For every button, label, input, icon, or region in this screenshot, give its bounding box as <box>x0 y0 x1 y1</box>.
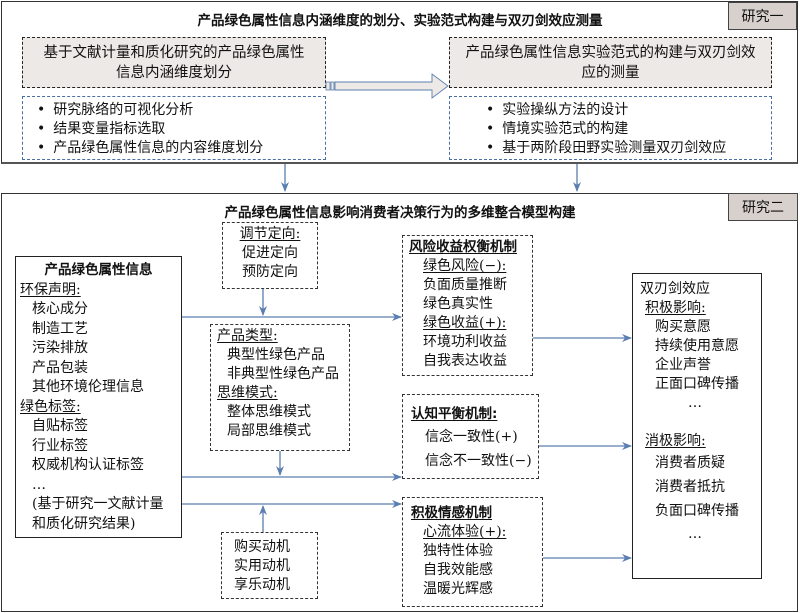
list-item: 预防定向 <box>242 264 298 280</box>
list-item: 实用动机 <box>234 558 290 574</box>
thinking-style-label: 思维模式: <box>217 385 278 401</box>
list-item: 非典型性绿色产品 <box>227 366 339 382</box>
list-item: 自贴标签 <box>32 418 88 434</box>
double-edge-title: 双刃剑效应 <box>640 281 710 297</box>
list-item: 持续使用意愿 <box>655 338 739 354</box>
list-item: 独特性体验 <box>423 543 493 559</box>
study1-left-list: 研究脉络的可视化分析 结果变量指标选取 产品绿色属性信息的内容维度划分 <box>22 96 326 160</box>
list-item: 负面质量推断 <box>423 277 507 293</box>
purchase-motive-box: 购买动机 实用动机 享乐动机 <box>221 532 318 599</box>
green-benefit-label: 绿色收益(+): <box>423 315 507 331</box>
list-item: 信念一致性(+) <box>425 429 518 445</box>
positive-impact-label: 积极影响: <box>645 300 706 316</box>
list-item: 结果变量指标选取 <box>37 120 325 139</box>
list-item: 产品包装 <box>32 359 88 376</box>
note-line1: (基于研究一文献计量 <box>32 496 164 512</box>
ellipsis: … <box>688 395 702 411</box>
study1-left-heading: 基于文献计量和质化研究的产品绿色属性 信息内涵维度划分 <box>22 37 326 88</box>
list-item: 企业声誉 <box>655 357 711 373</box>
green-info-box: 产品绿色属性信息 环保声明: 核心成分 制造工艺 污染排放 产品包装 其他环境伦… <box>15 256 182 538</box>
list-item: 整体思维模式 <box>227 404 311 420</box>
list-item: 权威机构认证标签 <box>32 457 144 473</box>
green-risk-label: 绿色风险(−): <box>423 258 507 274</box>
list-item: 基于两阶段田野实验测量双刃剑效应 <box>486 139 771 158</box>
cognitive-balance-box: 认知平衡机制: 信念一致性(+) 信念不一致性(−) <box>402 394 539 479</box>
list-item: 产品绿色属性信息的内容维度划分 <box>37 139 325 158</box>
list-item: 核心成分 <box>32 301 88 317</box>
risk-benefit-title: 风险收益权衡机制 <box>409 239 517 255</box>
list-item: 其他环境伦理信息 <box>32 379 144 395</box>
list-item: 环境功利收益 <box>423 334 507 350</box>
list-item: 典型性绿色产品 <box>227 347 325 363</box>
list-item: 消费者抵抗 <box>655 479 725 495</box>
group-label-env-claims: 环保声明: <box>20 281 81 298</box>
regulatory-focus-box: 调节定向: 促进定向 预防定向 <box>222 222 318 289</box>
study1-right-heading-line2: 应的测量 <box>581 65 640 81</box>
regulatory-focus-label: 调节定向: <box>239 226 301 242</box>
flow-experience-label: 心流体验(+): <box>423 524 507 540</box>
positive-affect-box: 积极情感机制 心流体验(+): 独特性体验 自我效能感 温暖光辉感 <box>402 497 543 607</box>
study1-tag: 研究一 <box>728 2 797 30</box>
list-item: 绿色真实性 <box>423 296 493 312</box>
study2-tag: 研究二 <box>728 193 798 221</box>
list-item: 温暖光辉感 <box>423 581 493 597</box>
study1-left-heading-line2: 信息内涵维度划分 <box>116 65 232 81</box>
list-item: 购买动机 <box>234 539 290 555</box>
positive-affect-title: 积极情感机制 <box>411 505 492 521</box>
list-item: 研究脉络的可视化分析 <box>37 101 325 120</box>
list-item: 负面口碑传播 <box>655 503 739 519</box>
list-item: 行业标签 <box>32 437 88 454</box>
list-item: 享乐动机 <box>234 577 290 593</box>
block-arrow-icon <box>325 73 449 99</box>
list-item: 购买意愿 <box>655 319 711 335</box>
ellipsis: … <box>32 476 46 493</box>
list-item: 实验操纵方法的设计 <box>486 101 771 120</box>
list-item: 制造工艺 <box>32 320 88 337</box>
list-item: 信念不一致性(−) <box>425 453 532 469</box>
list-item: 自我效能感 <box>423 562 493 578</box>
list-item: 局部思维模式 <box>227 423 311 439</box>
list-item: 消费者质疑 <box>655 455 725 471</box>
risk-benefit-box: 风险收益权衡机制 绿色风险(−): 负面质量推断 绿色真实性 绿色收益(+): … <box>402 235 533 376</box>
study1-right-heading-line1: 产品绿色属性信息实验范式的构建与双刃剑效 <box>465 45 756 61</box>
study1-title: 产品绿色属性信息内涵维度的划分、实验范式构建与双刃剑效应测量 <box>197 13 603 29</box>
list-item: 污染排放 <box>32 340 88 356</box>
negative-impact-label: 消极影响: <box>645 433 706 449</box>
list-item: 正面口碑传播 <box>655 376 739 392</box>
list-item: 自我表达收益 <box>423 353 507 369</box>
note-line2: 和质化研究结果) <box>32 515 136 532</box>
green-info-title: 产品绿色属性信息 <box>44 262 153 278</box>
double-edge-box: 双刃剑效应 积极影响: 购买意愿 持续使用意愿 企业声誉 正面口碑传播 … 消极… <box>632 273 762 579</box>
cognitive-balance-title: 认知平衡机制: <box>411 406 498 422</box>
group-label-green-labels: 绿色标签: <box>20 398 81 415</box>
study1-left-heading-line1: 基于文献计量和质化研究的产品绿色属性 <box>43 45 305 61</box>
product-type-box: 产品类型: 典型性绿色产品 非典型性绿色产品 思维模式: 整体思维模式 局部思维… <box>210 324 350 451</box>
study1-right-list: 实验操纵方法的设计 情境实验范式的构建 基于两阶段田野实验测量双刃剑效应 <box>449 96 772 160</box>
list-item: 促进定向 <box>242 245 298 261</box>
ellipsis: … <box>688 526 702 542</box>
product-type-label: 产品类型: <box>217 328 278 344</box>
study2-title: 产品绿色属性信息影响消费者决策行为的多维整合模型构建 <box>224 205 576 221</box>
list-item: 情境实验范式的构建 <box>486 120 771 139</box>
study1-right-heading: 产品绿色属性信息实验范式的构建与双刃剑效 应的测量 <box>449 37 772 88</box>
